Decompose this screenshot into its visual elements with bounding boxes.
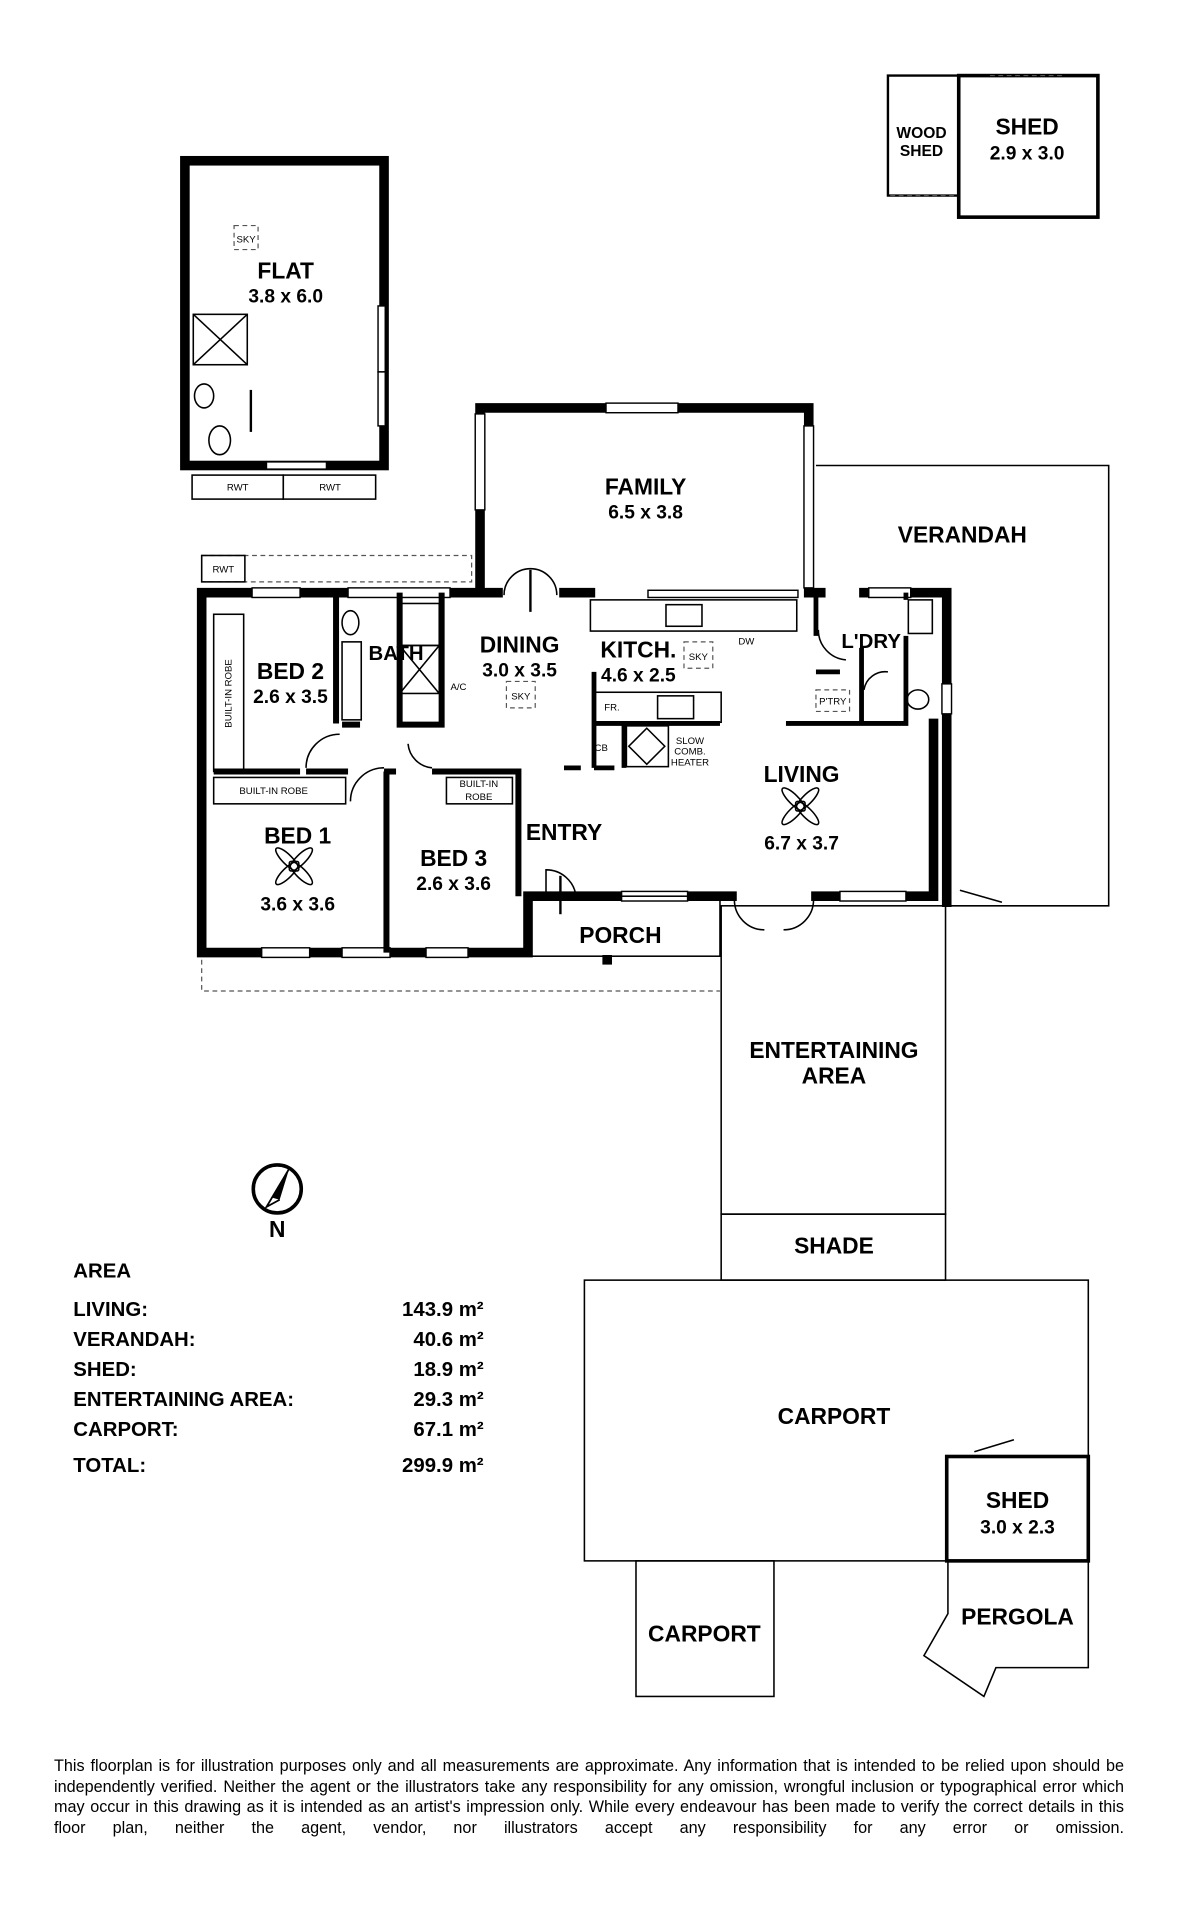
area-row-value: 29.3 m² xyxy=(413,1389,483,1411)
built-in-robe-label: BUILT-IN ROBE xyxy=(239,786,307,797)
outdoor-structures: ENTERTAINING AREA SHADE CARPORT CARPORT … xyxy=(583,905,1091,1698)
built-in-label: BUILT-IN xyxy=(459,779,498,790)
heater-label: HEATER xyxy=(671,757,709,768)
room-label-entertaining-2: AREA xyxy=(802,1062,867,1088)
area-row-label: ENTERTAINING AREA: xyxy=(73,1389,294,1411)
sky-label: SKY xyxy=(236,234,256,245)
room-label-kitchen: KITCH. xyxy=(600,636,676,662)
room-dims-flat: 3.8 x 6.0 xyxy=(248,286,323,307)
ceiling-fan-icon xyxy=(274,847,314,886)
room-dims-living: 6.7 x 3.7 xyxy=(764,833,839,854)
robe-label: ROBE xyxy=(465,792,492,803)
room-label-bed1: BED 1 xyxy=(264,822,331,848)
pantry-label: P'TRY xyxy=(819,696,847,707)
built-in-robe-label: BUILT-IN ROBE xyxy=(224,659,235,727)
shed-top-building: WOOD SHED SHED 2.9 x 3.0 xyxy=(886,73,1100,219)
fridge-label: FR. xyxy=(604,702,619,713)
compass-north-label: N xyxy=(269,1216,285,1242)
room-dims-kitchen: 4.6 x 2.5 xyxy=(601,665,676,686)
room-label-verandah: VERANDAH xyxy=(898,521,1027,547)
room-label-wood-shed-2: SHED xyxy=(900,143,943,160)
room-dims-shed-carport: 3.0 x 2.3 xyxy=(980,1517,1055,1538)
area-row-value: 143.9 m² xyxy=(402,1299,484,1321)
room-label-pergola: PERGOLA xyxy=(961,1603,1074,1629)
rwt-label: RWT xyxy=(319,483,341,494)
room-dims-bed1: 3.6 x 3.6 xyxy=(260,895,335,916)
room-dims-shed: 2.9 x 3.0 xyxy=(990,144,1065,165)
room-label-bed2: BED 2 xyxy=(257,658,324,684)
room-label-porch: PORCH xyxy=(579,922,661,948)
room-label-bath: BATH xyxy=(369,643,424,665)
heater-label: SLOW xyxy=(676,736,704,747)
area-row-label: CARPORT: xyxy=(73,1419,178,1441)
area-row-value: 18.9 m² xyxy=(413,1359,483,1381)
fixtures: BUILT-IN ROBE BUILT-IN ROBE BUILT-IN ROB… xyxy=(201,567,934,992)
room-dims-bed2: 2.6 x 3.5 xyxy=(253,687,328,708)
room-label-dining: DINING xyxy=(480,632,560,658)
room-dims-bed3: 2.6 x 3.6 xyxy=(416,874,491,895)
flat-building: SKY FLAT 3.8 x 6.0 RWT RWT xyxy=(180,155,389,500)
area-total-label: TOTAL: xyxy=(73,1455,146,1477)
sky-label: SKY xyxy=(511,691,531,702)
room-label-carport-small: CARPORT xyxy=(648,1620,761,1646)
room-label-bed3: BED 3 xyxy=(420,845,487,871)
area-row-label: SHED: xyxy=(73,1359,136,1381)
room-labels: FAMILY 6.5 x 3.8 BED 2 2.6 x 3.5 BATH DI… xyxy=(253,473,901,948)
room-label-family: FAMILY xyxy=(605,473,686,499)
area-title: AREA xyxy=(73,1261,131,1283)
dw-label: DW xyxy=(738,636,754,647)
area-row-value: 40.6 m² xyxy=(413,1329,483,1351)
room-label-shed: SHED xyxy=(995,113,1058,139)
room-dims-dining: 3.0 x 3.5 xyxy=(482,661,557,682)
room-label-flat: FLAT xyxy=(257,257,314,283)
area-total-value: 299.9 m² xyxy=(402,1455,484,1477)
ceiling-fan-icon xyxy=(781,787,820,826)
area-row-value: 67.1 m² xyxy=(413,1419,483,1441)
disclaimer-text: This floorplan is for illustration purpo… xyxy=(54,1757,1124,1837)
room-label-shade: SHADE xyxy=(794,1233,874,1259)
room-label-carport: CARPORT xyxy=(778,1403,891,1429)
room-dims-family: 6.5 x 3.8 xyxy=(608,502,683,523)
room-label-wood-shed: WOOD xyxy=(896,125,946,142)
room-label-living: LIVING xyxy=(764,761,840,787)
room-label-laundry: L'DRY xyxy=(841,631,901,653)
rwt-label: RWT xyxy=(227,483,249,494)
room-label-entry: ENTRY xyxy=(526,819,602,845)
area-row-label: LIVING: xyxy=(73,1299,148,1321)
cb-label: CB xyxy=(595,743,608,754)
area-table: AREA LIVING: 143.9 m² VERANDAH: 40.6 m² … xyxy=(73,1261,484,1477)
heater-label: COMB. xyxy=(674,747,705,758)
rwt-label: RWT xyxy=(212,564,234,575)
main-house-walls xyxy=(196,402,953,959)
ac-label: A/C xyxy=(450,682,466,693)
room-label-shed-carport: SHED xyxy=(986,1487,1049,1513)
sky-label: SKY xyxy=(689,652,709,663)
verandah: VERANDAH xyxy=(815,464,1110,907)
compass-icon: N xyxy=(251,1163,304,1242)
room-label-entertaining: ENTERTAINING xyxy=(749,1037,918,1063)
area-row-label: VERANDAH: xyxy=(73,1329,195,1351)
